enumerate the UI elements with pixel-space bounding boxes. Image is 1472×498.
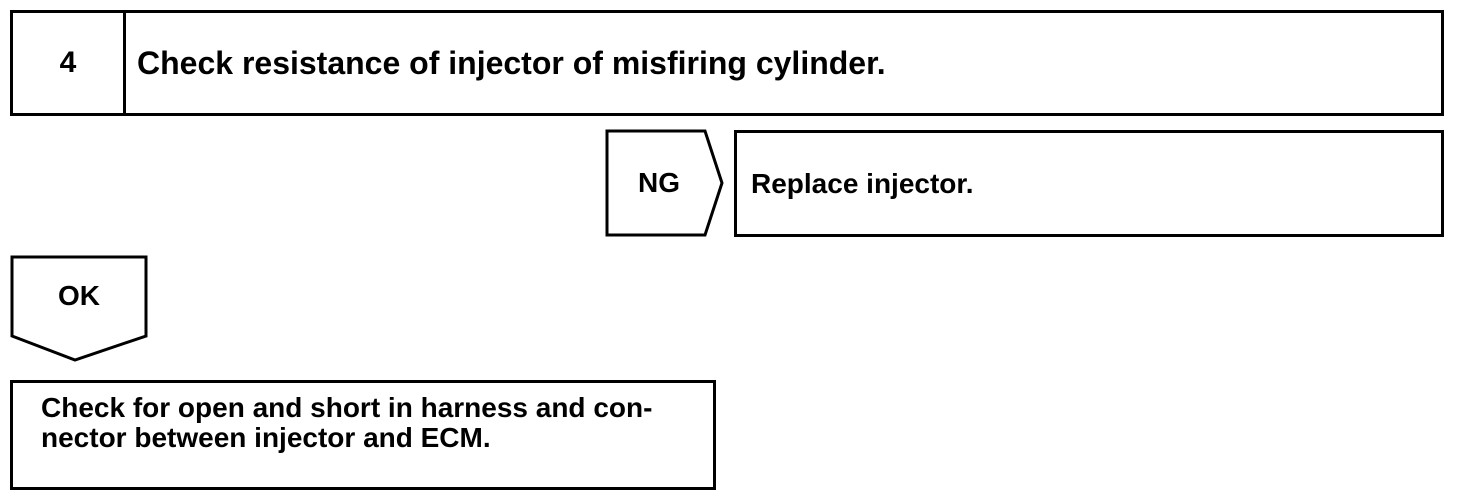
step-number: 4 — [59, 46, 77, 79]
ng-action-text: Replace injector. — [751, 167, 974, 199]
ng-label: NG — [638, 167, 680, 198]
ok-label: OK — [58, 280, 100, 311]
next-action-line-1: Check for open and short in harness and … — [41, 392, 653, 423]
next-action-box: Check for open and short in harness and … — [10, 380, 716, 490]
next-action-line-2: nector between injector and ECM. — [41, 422, 491, 453]
step-title: Check resistance of injector of misfirin… — [137, 44, 886, 81]
step-box: 4 Check resistance of injector of misfir… — [10, 10, 1444, 116]
ng-action-box: Replace injector. — [734, 130, 1444, 237]
step-divider — [123, 13, 126, 113]
next-action-text: Check for open and short in harness and … — [41, 393, 701, 453]
ng-arrow-shape — [605, 129, 724, 237]
ok-arrow-shape — [10, 255, 148, 362]
